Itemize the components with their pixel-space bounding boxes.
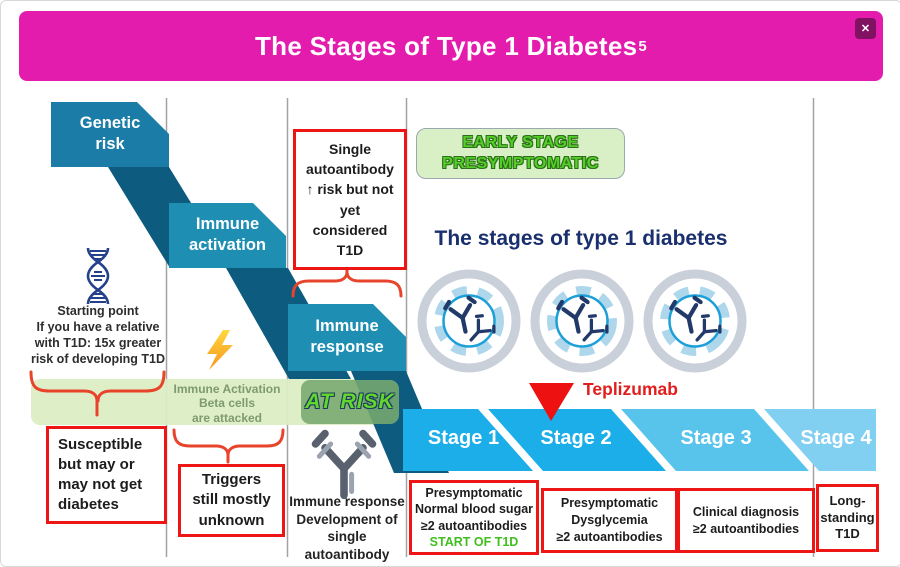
stage-cell-icons — [417, 269, 747, 373]
stage-2-segment — [488, 409, 666, 471]
immune-response-label: Immune response — [310, 317, 384, 357]
starting-point-brace — [29, 370, 166, 417]
start-of-t1d-highlight: START OF T1D — [429, 534, 519, 549]
stage-cell-icon-3 — [643, 269, 747, 373]
close-button[interactable]: ✕ — [855, 18, 876, 39]
immune-response-step — [288, 304, 406, 371]
stage-cell-icon-2 — [530, 269, 634, 373]
triggers-brace — [172, 428, 285, 464]
stage-banner — [403, 409, 876, 471]
starting-point-text: Starting point If you have a relative wi… — [30, 304, 166, 366]
annotation-braces — [29, 263, 403, 464]
antibody-icon — [311, 429, 377, 500]
single-autoantibody-callout: Single autoantibody ↑ risk but not yet c… — [293, 129, 407, 270]
stage-cell-icon-1 — [417, 269, 521, 373]
immune-activation-label: Immune activation — [188, 215, 267, 255]
stage-2-label: Stage 2 — [540, 427, 612, 449]
at-risk-box — [301, 380, 399, 424]
dna-icon — [86, 247, 110, 305]
single-autoantibody-brace — [291, 263, 403, 298]
page-title-text: The Stages of Type 1 Diabetes — [254, 30, 638, 61]
immune-activation-step — [169, 203, 286, 268]
at-risk-label: AT RISK — [305, 390, 395, 413]
stage-4-label: Stage 4 — [800, 427, 872, 449]
stage-4-description: Long- standing T1D — [816, 484, 879, 552]
triggers-callout: Triggers still mostly unknown — [178, 464, 285, 537]
stage-1-label: Stage 1 — [427, 427, 500, 449]
stage-3-label: Stage 3 — [680, 427, 752, 449]
stage-2-description: Presymptomatic Dysglycemia ≥2 autoantibo… — [541, 488, 678, 553]
beta-cells-band-text: Immune Activation Beta cells are attacke… — [173, 382, 281, 425]
stage-1-description: Presymptomatic Normal blood sugar ≥2 aut… — [409, 480, 539, 555]
teplizumab-label: Teplizumab — [583, 379, 678, 399]
genetic-risk-step — [51, 102, 169, 167]
immune-response-dev-text: Immune response Development of single au… — [289, 494, 405, 562]
stages-heading: The stages of type 1 diabetes — [434, 227, 728, 250]
close-icon: ✕ — [860, 23, 871, 35]
lightning-icon — [207, 330, 233, 370]
susceptible-callout: Susceptible but may or may not get diabe… — [46, 426, 167, 524]
stage-4-segment — [764, 409, 876, 471]
title-reference-superscript: 5 — [638, 37, 648, 55]
genetic-risk-label: Genetic risk — [79, 114, 141, 154]
early-stage-pill: EARLY STAGE PRESYMPTOMATIC — [416, 128, 625, 179]
stage-3-segment — [621, 409, 809, 471]
stage-3-description: Clinical diagnosis ≥2 autoantibodies — [677, 488, 815, 553]
teplizumab-arrow-icon — [529, 383, 574, 421]
stage-1-segment — [403, 409, 533, 471]
